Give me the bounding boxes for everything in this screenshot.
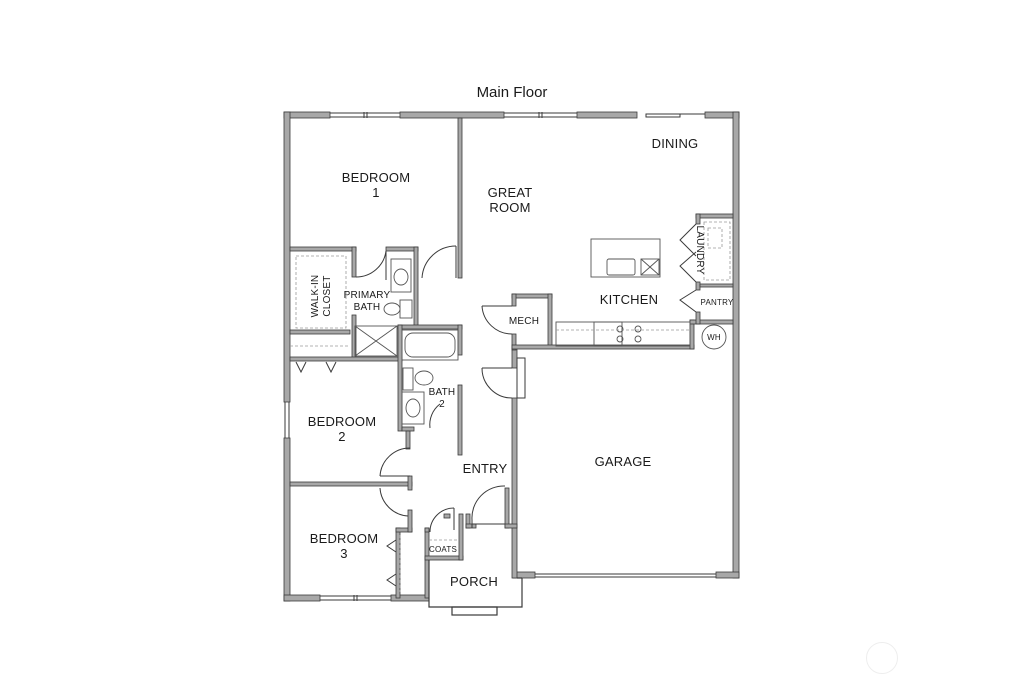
room-label-laundry: LAUNDRY [694,225,705,275]
room-label-primary-bath: PRIMARY BATH [343,290,391,313]
dashed-lines [290,221,731,592]
room-label-garage: GARAGE [594,454,652,469]
porch-outline [428,560,523,616]
windows [284,112,716,601]
room-label-pantry: PANTRY [700,298,734,307]
room-label-bedroom1: BEDROOM 1 [341,170,411,200]
room-label-bedroom2: BEDROOM 2 [307,414,377,444]
room-label-great-room: GREAT ROOM [487,185,533,215]
doors [295,223,697,587]
room-label-kitchen: KITCHEN [599,292,659,307]
fixtures [354,238,727,425]
watermark-logo [866,642,898,674]
room-label-entry: ENTRY [462,461,508,476]
room-label-bedroom3: BEDROOM 3 [309,531,379,561]
room-label-dining: DINING [651,136,699,151]
room-label-bath2: BATH 2 [428,387,456,410]
room-label-porch: PORCH [450,574,498,589]
walls [283,111,740,602]
room-label-walkin-closet: WALK-IN CLOSET [310,274,333,318]
floor-title: Main Floor [476,84,548,101]
room-label-water-heater: WH [707,333,721,342]
room-label-coats: COATS [429,545,457,554]
room-label-mech: MECH [508,316,540,327]
